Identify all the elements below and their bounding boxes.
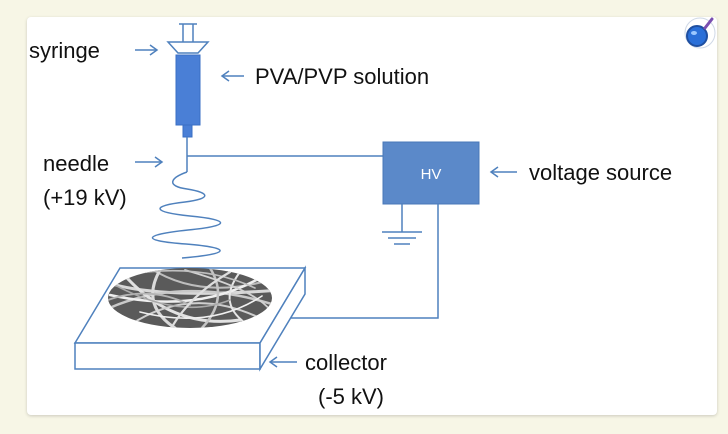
arrow-to-solution (220, 70, 244, 82)
label-needle-voltage: (+19 kV) (43, 185, 127, 210)
label-solution: PVA/PVP solution (255, 64, 429, 89)
syringe (166, 23, 210, 138)
arrow-to-collector (268, 356, 297, 368)
hv-box (382, 141, 480, 205)
arrow-to-syringe (135, 44, 159, 56)
label-collector: collector (305, 350, 387, 375)
label-voltage-source: voltage source (529, 160, 672, 185)
collector-side (259, 265, 306, 372)
label-collector-voltage: (-5 kV) (318, 384, 384, 409)
magnifier-icon[interactable] (684, 17, 716, 49)
hv-label: HV (421, 166, 442, 183)
collector-front (74, 342, 261, 370)
arrow-to-needle (135, 156, 164, 168)
ground-symbol (382, 204, 422, 245)
fiber-jet-spiral (151, 171, 222, 259)
wire-hv-to-collector (290, 204, 439, 319)
label-needle: needle (43, 151, 109, 176)
syringe-tip (182, 124, 193, 138)
syringe-barrel (175, 54, 201, 126)
fiber-mat-image (108, 268, 272, 328)
arrow-to-hv (489, 166, 517, 178)
label-arrows (135, 44, 517, 368)
label-syringe: syringe (29, 38, 100, 63)
syringe-flange (166, 41, 210, 54)
